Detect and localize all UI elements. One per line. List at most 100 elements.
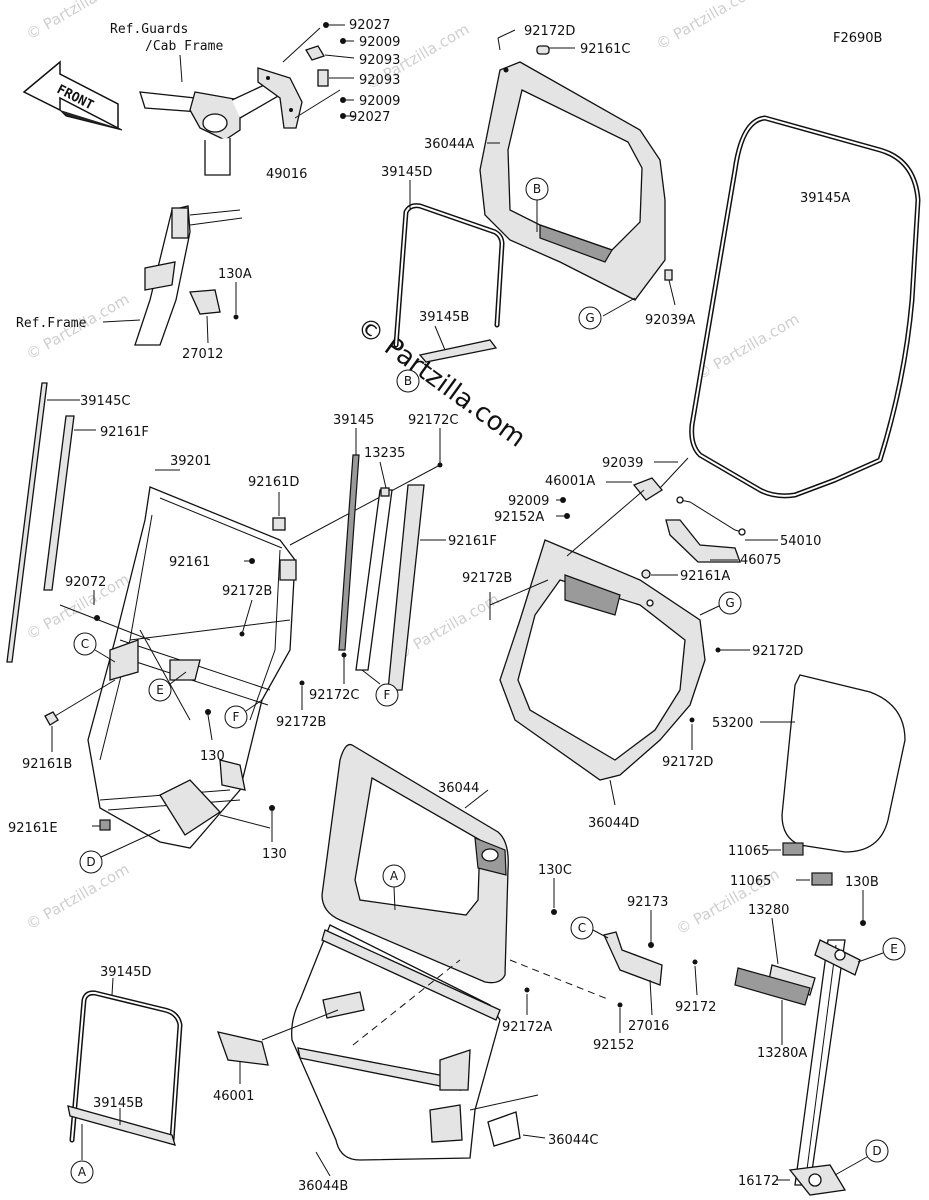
inner-handle — [632, 457, 689, 501]
leader-line — [289, 464, 441, 546]
door-frame-upper — [479, 45, 666, 301]
leader-line — [54, 679, 116, 717]
part-label: 92161B — [22, 757, 72, 772]
part-label: 36044D — [588, 816, 639, 831]
callout-g-right: G — [718, 591, 742, 615]
leader-line — [694, 965, 698, 996]
leader-line — [667, 275, 676, 306]
callout-label: B — [404, 374, 412, 388]
part-label: 92172C — [309, 688, 359, 703]
window-regulator — [788, 939, 861, 1196]
leader-line — [497, 29, 516, 39]
part-label: 92172B — [222, 584, 272, 599]
leader-line — [169, 671, 187, 685]
part-label: 46075 — [740, 553, 781, 568]
latch-cover — [487, 1111, 521, 1147]
latch-plate — [665, 519, 741, 563]
bolt-icon — [560, 497, 566, 503]
bolt-icon — [437, 462, 443, 468]
part-label: 39145D — [100, 965, 151, 980]
dashed-guide — [509, 959, 611, 1001]
nut-icon — [272, 517, 286, 531]
part-label: 130 — [200, 749, 225, 764]
part-label: 130 — [262, 847, 287, 862]
part-label: 39145D — [381, 165, 432, 180]
ref-guards-label: Ref.Guards — [110, 22, 188, 37]
callout-label: A — [78, 1165, 87, 1179]
bolt-icon — [94, 615, 100, 621]
bolt-icon — [205, 709, 211, 715]
cab-frame-tube — [139, 67, 303, 176]
callout-b-top: B — [525, 177, 549, 201]
callout-label: A — [390, 869, 399, 883]
part-label: 92039 — [602, 456, 643, 471]
callout-label: E — [890, 942, 898, 956]
leader-line — [497, 37, 501, 51]
rod — [59, 604, 151, 641]
bolt-icon — [715, 647, 721, 653]
callout-label: D — [872, 1144, 881, 1158]
front-arrow: FRONT — [22, 60, 123, 131]
part-label: 92172B — [276, 715, 326, 730]
callout-label: G — [585, 311, 594, 325]
bolt-icon — [249, 558, 255, 564]
nut-icon — [99, 819, 111, 831]
ref-cab-frame-label: /Cab Frame — [145, 39, 223, 54]
callout-f-mid: F — [375, 683, 399, 707]
bolt-icon — [269, 805, 275, 811]
leader-line — [206, 315, 209, 344]
leader-line — [207, 714, 213, 741]
leader-line — [102, 319, 141, 323]
door-lower-panel — [291, 924, 501, 1161]
bolt-icon — [239, 631, 245, 637]
window-seal-upper — [393, 203, 505, 363]
part-label: 39145C — [80, 394, 130, 409]
bolt-icon — [664, 269, 673, 281]
part-label: 92152 — [593, 1038, 634, 1053]
bolt-icon — [648, 942, 654, 948]
callout-label: C — [81, 637, 89, 651]
outer-handle — [216, 1031, 269, 1066]
part-label: 46001 — [213, 1089, 254, 1104]
window-seal-lower — [67, 990, 183, 1146]
part-label: 130B — [845, 875, 879, 890]
leader-line — [464, 789, 489, 809]
watermark: © Partzilla.com — [23, 860, 132, 933]
part-label: 27012 — [182, 347, 223, 362]
dashed-guide — [352, 959, 461, 1046]
bolt-icon — [564, 513, 570, 519]
figure-code: F2690B — [833, 31, 882, 46]
bolt-icon — [299, 680, 305, 686]
part-label: 92161F — [100, 425, 149, 440]
part-label: 36044C — [548, 1133, 598, 1148]
part-label: 92172A — [502, 1020, 552, 1035]
part-label: 39145B — [419, 310, 469, 325]
part-label: 92039A — [645, 313, 695, 328]
part-label: 16172 — [738, 1174, 779, 1189]
part-label: 92027 — [349, 110, 390, 125]
leader-line — [111, 977, 114, 996]
door-frame-inner — [499, 539, 706, 781]
leader-line — [179, 54, 183, 83]
leader-line — [434, 325, 446, 351]
frame-pillar — [134, 205, 243, 346]
part-label: 53200 — [712, 716, 753, 731]
part-label: 92027 — [349, 18, 390, 33]
part-label: 92009 — [359, 35, 400, 50]
hardware-cluster-top — [305, 22, 346, 119]
leader-line — [100, 829, 161, 858]
leader-line — [361, 669, 381, 685]
leader-line — [315, 1151, 331, 1177]
part-label: 130C — [538, 863, 572, 878]
leader-line — [522, 1134, 546, 1139]
leader-line — [609, 779, 616, 806]
part-label: 11065 — [728, 844, 769, 859]
leader-line — [771, 917, 779, 965]
part-label: 13235 — [364, 446, 405, 461]
callout-label: D — [86, 855, 95, 869]
part-label: 92093 — [359, 73, 400, 88]
part-label: 92093 — [359, 53, 400, 68]
nut-icon — [641, 569, 651, 579]
leader-line — [592, 929, 609, 939]
